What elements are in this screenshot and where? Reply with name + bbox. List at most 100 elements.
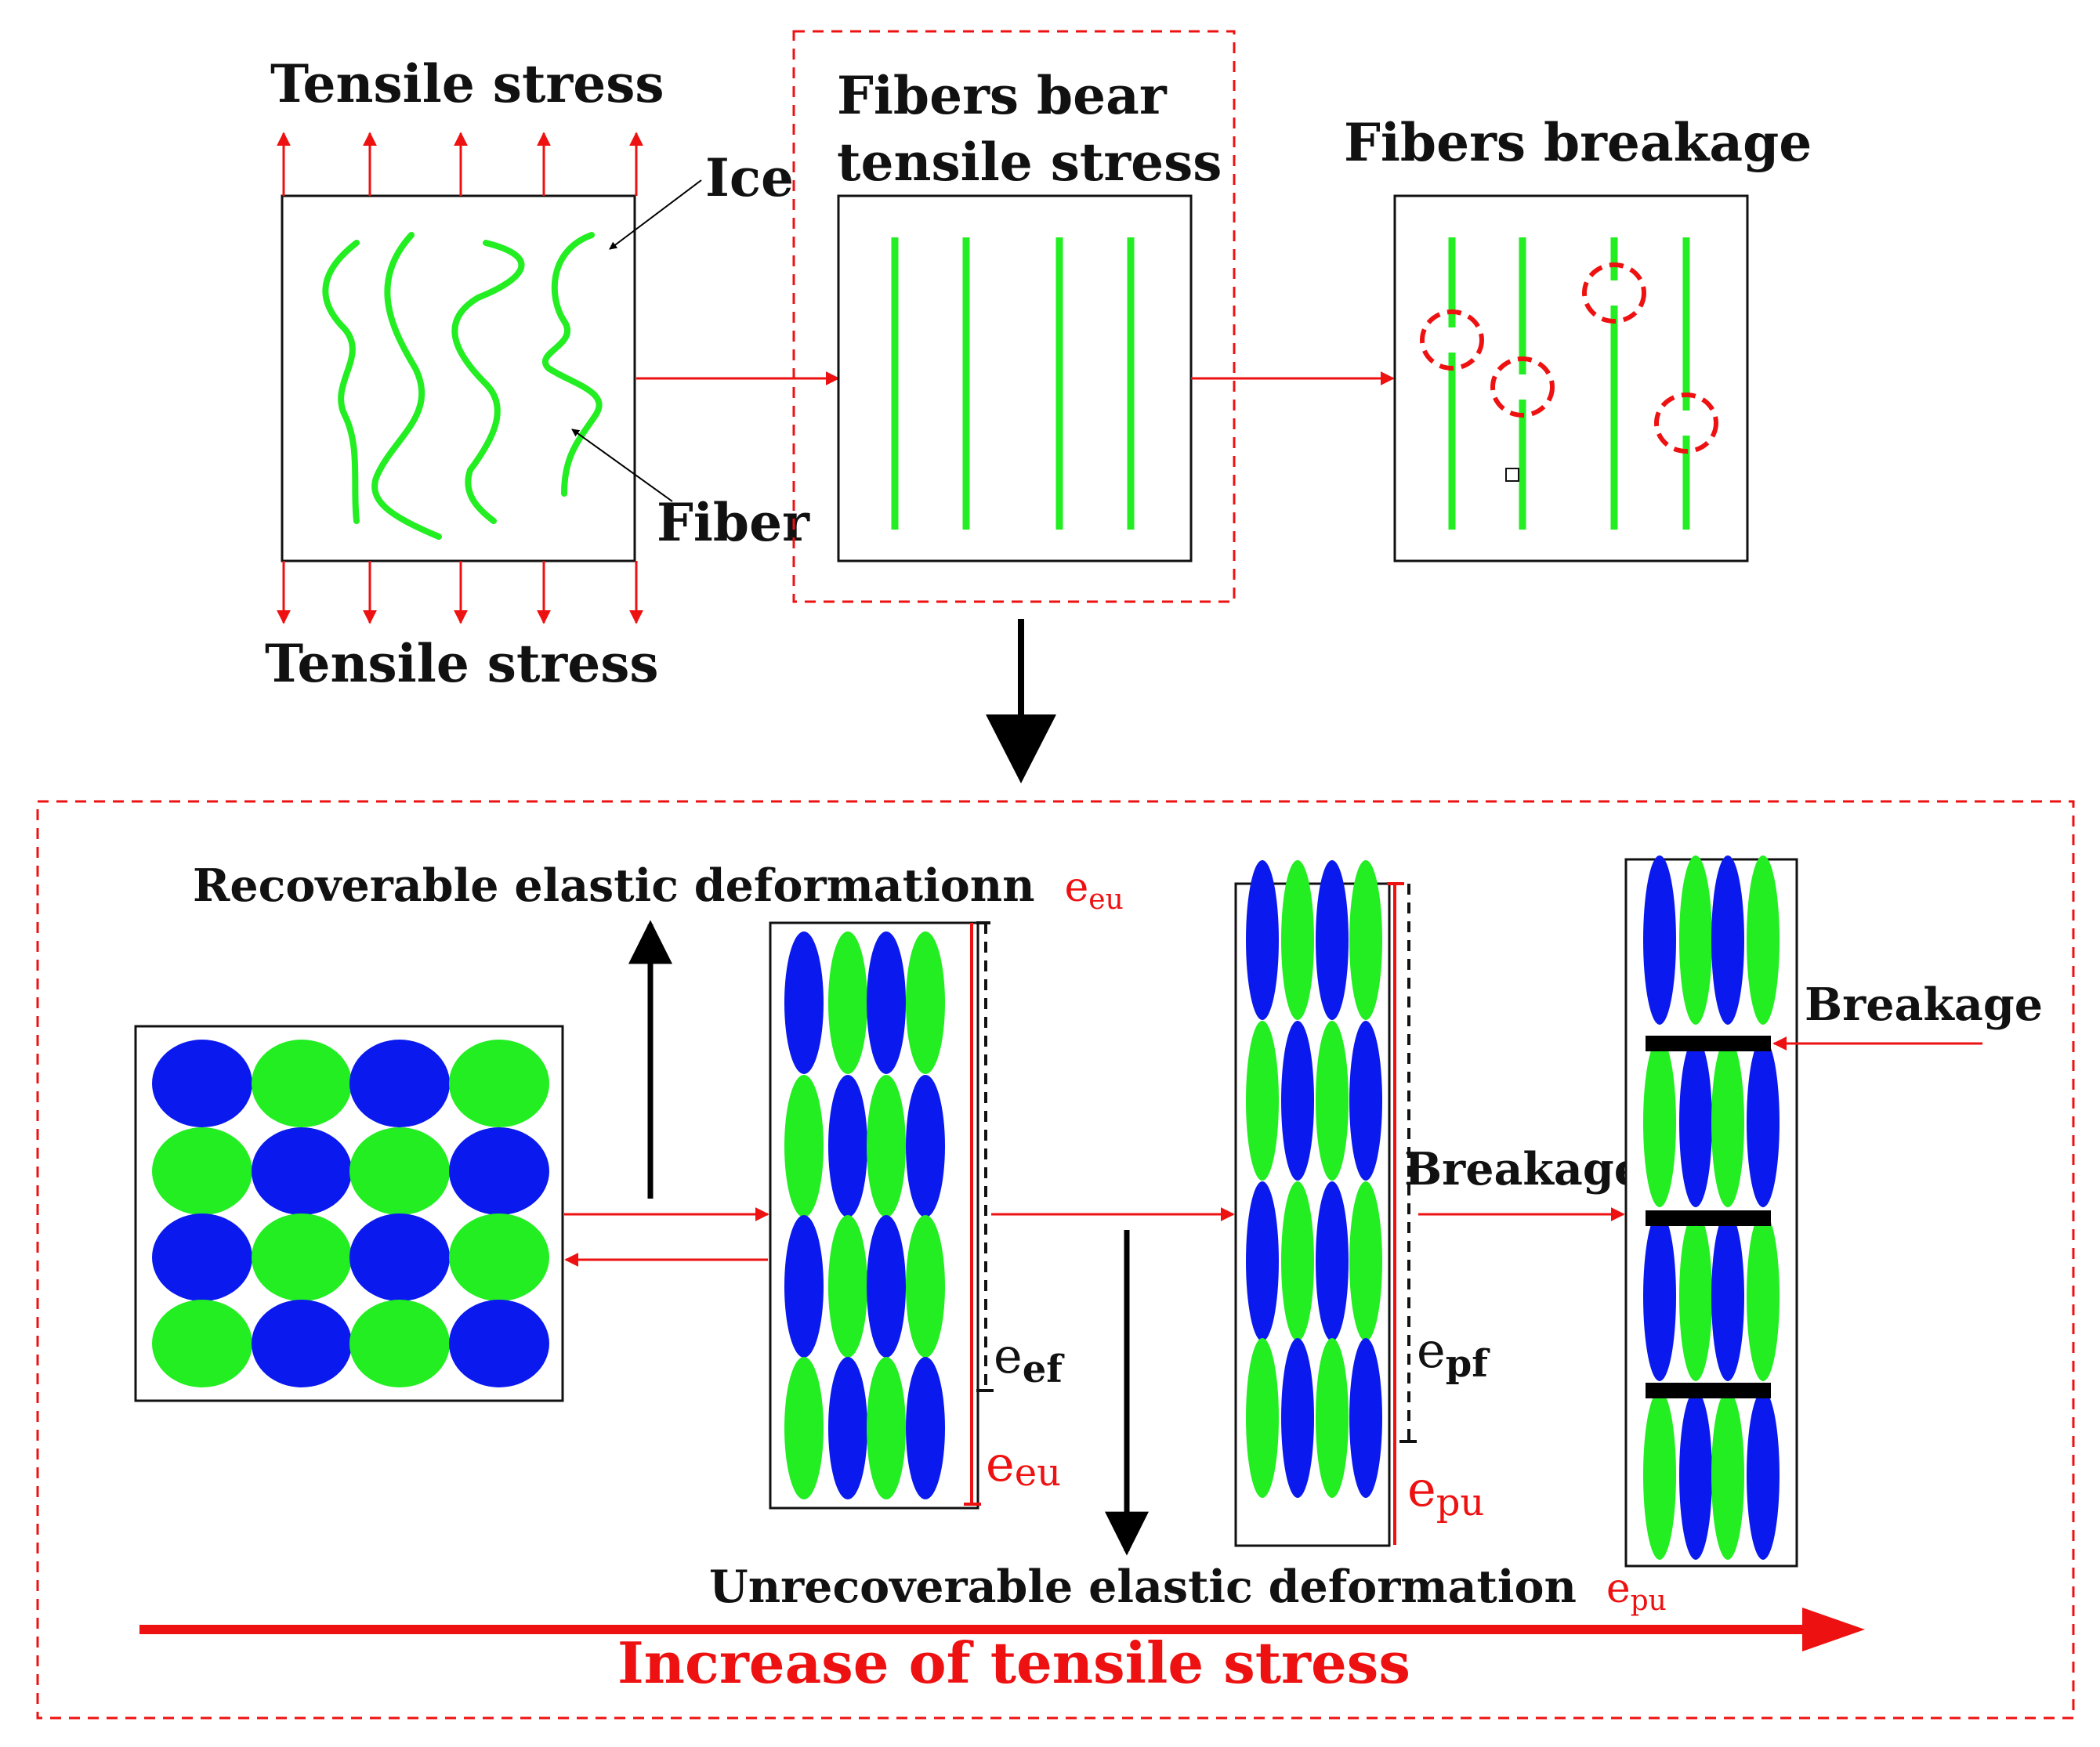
elongated-grain-green (1711, 1391, 1744, 1560)
wavy-fiber-2 (371, 232, 442, 540)
elongated-grain-blue (1246, 860, 1279, 1020)
wavy-fibers (322, 232, 603, 540)
round-grain-green (152, 1300, 252, 1387)
panel-fibers-breakage: Fibers breakage (1344, 112, 1812, 562)
elongated-grain-green (1747, 1212, 1780, 1381)
elongated-grain-blue (1246, 1181, 1279, 1341)
e-pu-label: epu (1407, 1460, 1484, 1525)
elongated-grain-green (1711, 1038, 1744, 1207)
elongated-grain-green (906, 931, 945, 1074)
elongated-grain-green (1281, 860, 1314, 1020)
tensile-stress-bottom-label: Tensile stress (265, 633, 659, 694)
break-markers (1420, 262, 1718, 454)
round-grain-green (252, 1040, 352, 1127)
round-grains (152, 1040, 549, 1387)
fibers-breakage-label: Fibers breakage (1344, 112, 1812, 173)
round-grain-blue (152, 1040, 252, 1127)
elongated-grain-green (828, 1215, 867, 1358)
elongated-grain-green (1747, 855, 1780, 1025)
top-tensile-arrows (277, 132, 643, 196)
round-grain-green (449, 1040, 549, 1127)
fiber-label: Fiber (657, 492, 810, 553)
elongated-grains-broken (1643, 855, 1780, 1560)
fracture-bars (1646, 1036, 1771, 1398)
elongated-grain-green (1281, 1181, 1314, 1341)
unrecoverable-label: Unrecoverable elastic deformation epu (709, 1561, 1667, 1617)
elongated-grain-green (1316, 1021, 1349, 1181)
wavy-fiber-3 (451, 240, 525, 524)
elongated-grain-blue (1711, 1212, 1744, 1381)
grain-panel-broken: Breakage (1624, 855, 2043, 1568)
elongated-grain-blue (1281, 1338, 1314, 1498)
elongated-grain-blue (906, 1075, 945, 1217)
elongated-grain-green (1643, 1038, 1676, 1207)
recoverable-label: Recoverable elastic deformationn eeu (193, 859, 1124, 916)
round-grain-green (252, 1213, 352, 1301)
elongated-grain-blue (1643, 855, 1676, 1025)
ice-pointer (609, 179, 702, 250)
elongated-grain-blue (828, 1075, 867, 1217)
elongated-grain-blue (1711, 855, 1744, 1025)
elongated-grain-blue (784, 1215, 824, 1358)
big-down-arrow (986, 619, 1056, 783)
elongated-grain-blue (1679, 1391, 1712, 1560)
round-grain-blue (152, 1213, 252, 1301)
break-circle (1420, 309, 1484, 371)
break-circle (1582, 262, 1646, 324)
elongated-grain-green (1349, 1181, 1382, 1341)
round-grain-green (449, 1213, 549, 1301)
bottom-tensile-arrows (277, 561, 643, 624)
elongated-grain-blue (828, 1357, 867, 1499)
elongated-grain-blue (867, 931, 906, 1074)
round-grain-green (349, 1300, 450, 1387)
round-grain-green (349, 1127, 450, 1215)
elongated-grain-green (784, 1357, 824, 1499)
e-pf-label: epf (1417, 1322, 1490, 1386)
elongated-grain-blue (784, 931, 824, 1074)
elongated-grain-green (1349, 860, 1382, 1020)
fibers-bear-label-line2: tensile stress (837, 132, 1222, 193)
elongated-grains-plastic (1246, 860, 1382, 1498)
breakage-right-label: Breakage (1805, 978, 2043, 1031)
round-grain-blue (349, 1040, 450, 1127)
ice-label: Ice (705, 147, 794, 208)
fracture-bar (1646, 1036, 1771, 1051)
elongated-grain-blue (1316, 860, 1349, 1020)
highlight-dashed-box (792, 30, 1236, 603)
round-grain-green (152, 1127, 252, 1215)
elongated-grain-green (906, 1215, 945, 1358)
elongated-grain-green (1643, 1391, 1676, 1560)
wavy-fiber-1 (322, 240, 360, 524)
round-grain-blue (449, 1127, 549, 1215)
elongated-grain-blue (906, 1357, 945, 1499)
aligned-fibers (891, 237, 1135, 530)
ice-block (281, 194, 636, 562)
tensile-stress-top-label: Tensile stress (270, 53, 664, 114)
round-grain-blue (252, 1127, 352, 1215)
elongated-grain-blue (1349, 1338, 1382, 1498)
elongated-grain-green (1316, 1338, 1349, 1498)
elongated-grain-green (867, 1075, 906, 1217)
grain-panel-elastic: eef eeu (769, 921, 1065, 1510)
grain-panel-initial (134, 1025, 564, 1402)
break-circle (1654, 392, 1718, 454)
round-grain-blue (252, 1300, 352, 1387)
wavy-fiber-4 (541, 232, 603, 497)
elongated-grain-blue (1747, 1038, 1780, 1207)
elongated-grain-blue (1316, 1181, 1349, 1341)
elongated-grain-blue (867, 1215, 906, 1358)
panel-fibers-bear-stress: Fibers bear tensile stress (792, 30, 1236, 603)
elongated-grain-green (1246, 1338, 1279, 1498)
break-circle (1490, 356, 1555, 418)
broken-fibers (1448, 237, 1690, 530)
round-grain-blue (349, 1213, 450, 1301)
elongated-grain-green (1246, 1021, 1279, 1181)
round-grain-blue (449, 1300, 549, 1387)
grain-panel-plastic: epf epu Breakage (1234, 860, 1642, 1547)
increase-arrow (139, 1608, 1865, 1651)
elongated-grain-green (828, 931, 867, 1074)
elongated-grain-green (784, 1075, 824, 1217)
elongated-grain-blue (1281, 1021, 1314, 1181)
e-ef-label: eef (994, 1327, 1065, 1391)
